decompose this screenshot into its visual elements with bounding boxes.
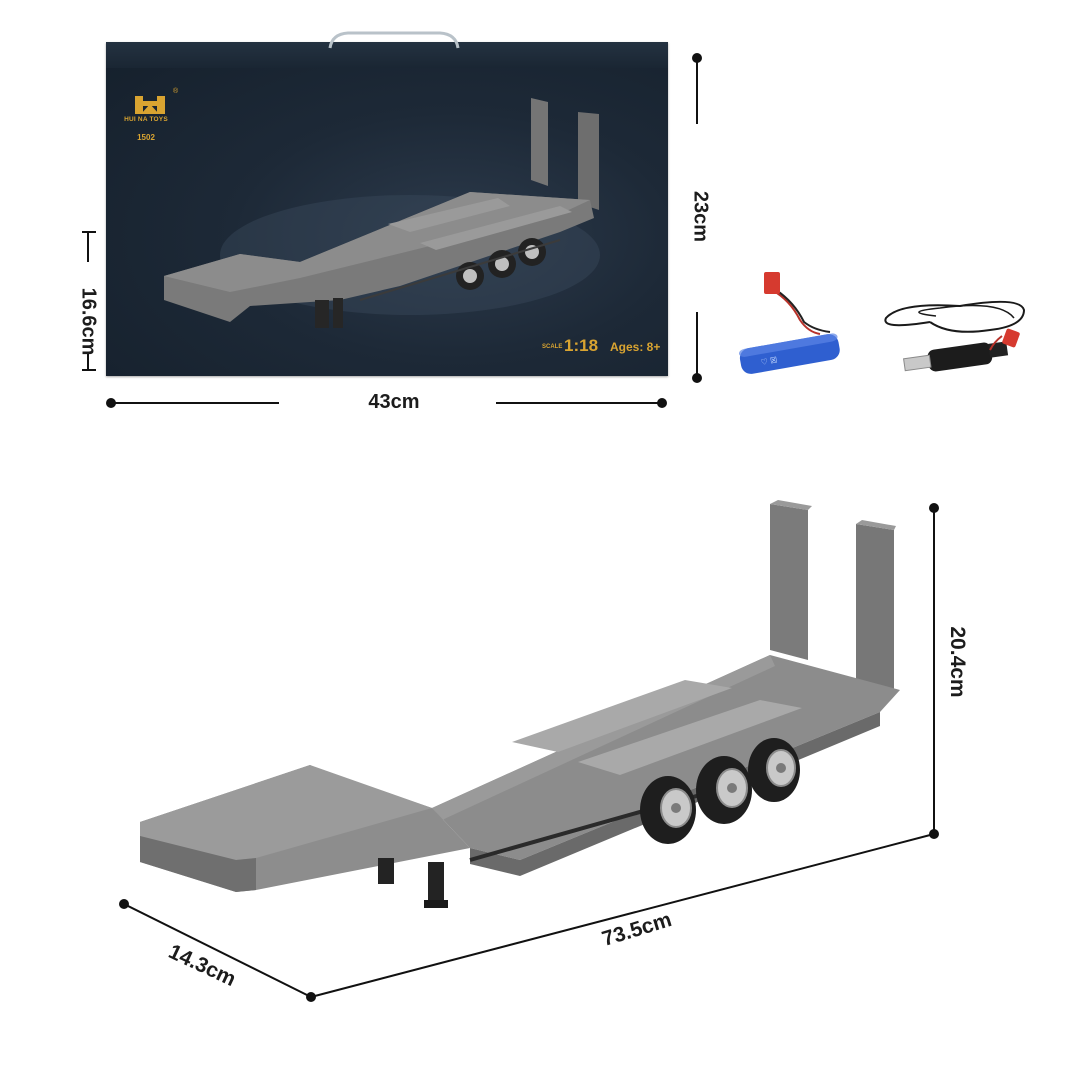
trailer-width-dimension-line (119, 899, 312, 998)
product-box-lid (106, 42, 668, 68)
box-handle (328, 31, 460, 49)
trailer-image (140, 500, 900, 908)
trailer-height-dimension-line (929, 503, 939, 839)
usb-charging-cable-icon (884, 300, 1026, 372)
age-rating: Ages: 8+ (610, 340, 661, 354)
box-trailer-image (164, 98, 600, 328)
scale-label: SCALE (542, 344, 563, 350)
box-height-dimension-line (692, 53, 702, 383)
scale-value: 1:18 (564, 336, 599, 355)
brand-name: HUI NA TOYS (124, 116, 168, 123)
box-depth-label: 16.6cm (77, 287, 100, 356)
svg-text:♡ ☒: ♡ ☒ (760, 355, 778, 367)
registered-mark: ® (173, 88, 179, 95)
box-width-label: 43cm (368, 391, 420, 413)
battery-pack-icon: ♡ ☒ (738, 272, 840, 374)
box-height-label: 23cm (689, 190, 712, 243)
box-depth-dimension-line (82, 231, 96, 371)
box-width-dimension-line (106, 398, 667, 408)
trailer-height-label: 20.4cm (946, 626, 969, 698)
model-number: 1502 (137, 133, 155, 142)
brand-logo-icon (135, 96, 165, 114)
